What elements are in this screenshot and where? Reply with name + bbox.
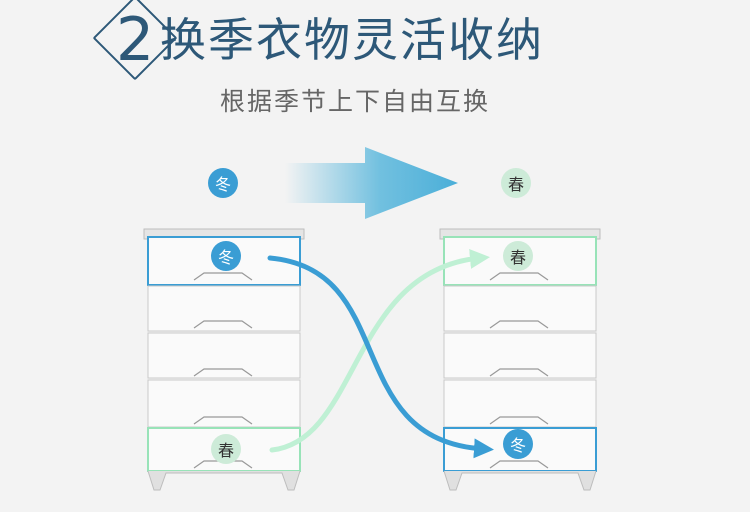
spring-swap-arrow [269,248,490,453]
right-cabinet [439,228,601,491]
title-number: 2 [116,5,155,75]
title-block: 2 换季衣物灵活收纳 根据季节上下自由互换 [0,0,750,130]
winter-swap-arrow [267,255,494,459]
top-spring-badge: 春 [501,168,531,198]
right-drawer-4 [443,379,597,428]
left-drawer-3 [147,332,301,379]
left-top-winter-label: 冬 [217,248,234,267]
right-top-spring-label: 春 [509,248,526,267]
page-subtitle: 根据季节上下自由互换 [220,87,491,116]
page-title: 换季衣物灵活收纳 [160,13,544,67]
left-cabinet [143,228,305,491]
right-drawer-2 [443,285,597,332]
left-drawer-2 [147,285,301,332]
top-winter-badge: 冬 [208,168,238,198]
left-bottom-spring-label: 春 [217,441,234,460]
left-drawer-4 [147,379,301,428]
right-bottom-winter-label: 冬 [509,436,526,455]
season-transition-arrow [285,147,458,219]
right-drawer-3 [443,332,597,379]
